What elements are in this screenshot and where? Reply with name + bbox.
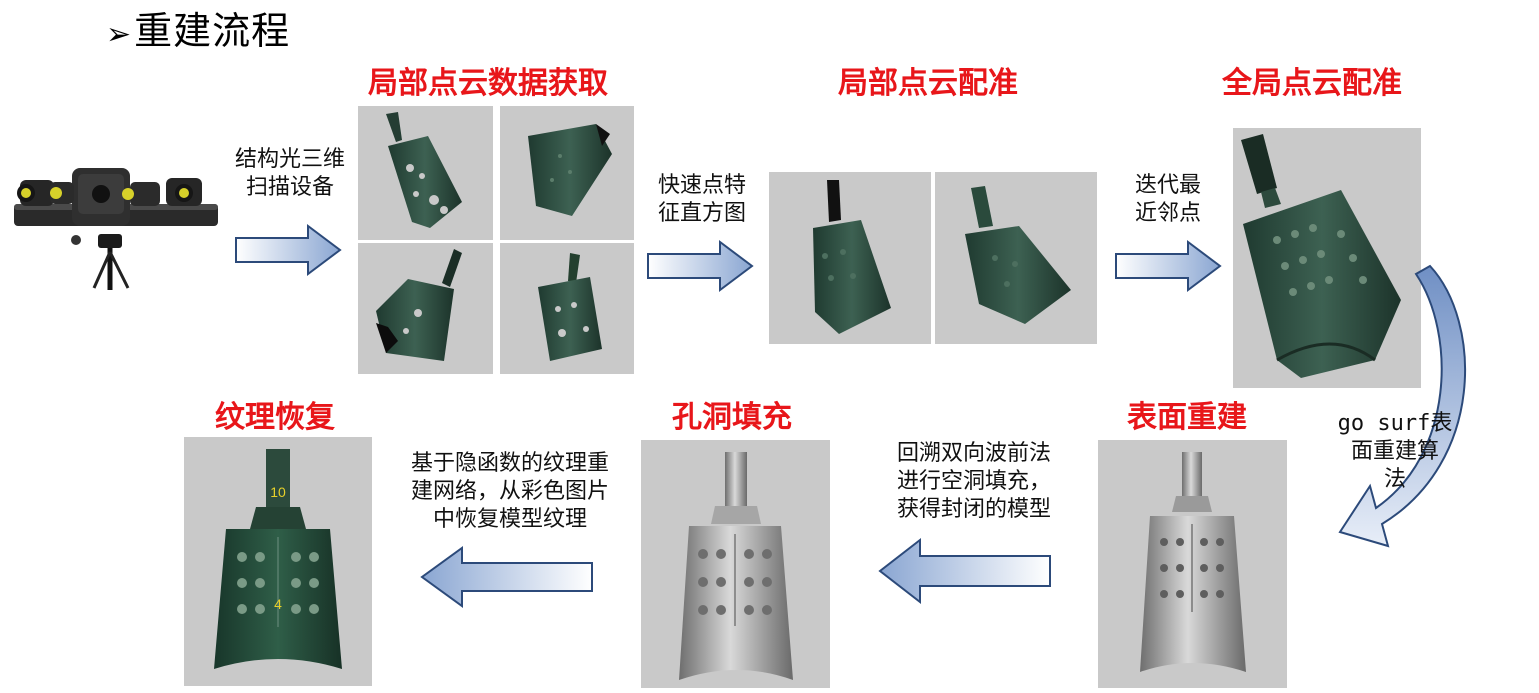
bell-top-number: 10	[270, 484, 286, 500]
slide-title-text: 重建流程	[134, 9, 291, 53]
scanner-label-line-1: 结构光三维	[234, 147, 345, 172]
feature-label-line-1: 快速点特	[657, 173, 746, 198]
wavefront-label-line-1: 回溯双向波前法	[896, 441, 1051, 466]
gosurf-label-line-1: go surf表	[1337, 411, 1453, 436]
feature-label-line-2: 征直方图	[657, 201, 746, 226]
scan-view-4	[500, 243, 634, 374]
arrow-right-2	[647, 240, 754, 292]
wavefront-label-line-2: 进行空洞填充，	[896, 469, 1051, 494]
wavefront-label-line-3: 获得封闭的模型	[896, 497, 1051, 522]
stage-title-hole-filling: 孔洞填充	[672, 400, 792, 435]
stage-title-local-acquisition: 局部点云数据获取	[368, 66, 608, 101]
stage-title-global-registration: 全局点云配准	[1222, 66, 1402, 101]
gosurf-label-line-2: 面重建算	[1350, 439, 1439, 464]
scanner-label-line-2: 扫描设备	[245, 175, 334, 200]
arrow-right-1	[235, 224, 342, 276]
slide-title: ➢重建流程	[106, 6, 290, 60]
icp-label: 迭代最 近邻点	[1112, 172, 1224, 228]
icp-label-line-2: 近邻点	[1134, 201, 1201, 226]
texture-step-label: 基于隐函数的纹理重 建网络，从彩色图片 中恢复模型纹理	[390, 450, 630, 534]
gosurf-label: go surf表 面重建算 法	[1330, 410, 1460, 494]
texture-label-line-3: 中恢复模型纹理	[432, 507, 587, 532]
arrow-left-1	[878, 537, 1051, 605]
feature-label: 快速点特 征直方图	[646, 172, 758, 228]
arrow-right-3	[1115, 240, 1222, 292]
wavefront-label: 回溯双向波前法 进行空洞填充， 获得封闭的模型	[874, 440, 1074, 524]
stage-title-texture-recovery: 纹理恢复	[215, 400, 335, 435]
scan-view-2	[500, 106, 634, 240]
registered-view-1	[769, 172, 931, 344]
global-registration-view	[1233, 128, 1421, 388]
texture-label-line-1: 基于隐函数的纹理重	[410, 451, 609, 476]
arrow-left-2	[420, 546, 593, 608]
arrowhead-bullet-icon: ➢	[106, 17, 133, 52]
bell-body-number: 4	[274, 596, 282, 612]
scanner-device-image	[6, 160, 220, 292]
scan-view-1	[358, 106, 493, 240]
stage-title-surface-reconstruction: 表面重建	[1127, 400, 1247, 435]
texture-label-line-2: 建网络，从彩色图片	[410, 479, 609, 504]
textured-model-view: 10 4	[184, 437, 372, 686]
curved-arrow-down-left	[1338, 264, 1467, 548]
scanner-label: 结构光三维 扫描设备	[224, 146, 356, 202]
scan-view-3	[358, 243, 493, 374]
registered-view-2	[935, 172, 1097, 344]
surface-mesh-view	[1098, 440, 1287, 688]
stage-title-local-registration: 局部点云配准	[838, 66, 1018, 101]
gosurf-label-line-3: 法	[1383, 467, 1406, 492]
icp-label-line-1: 迭代最	[1134, 173, 1201, 198]
hole-filled-mesh-view	[641, 440, 830, 688]
